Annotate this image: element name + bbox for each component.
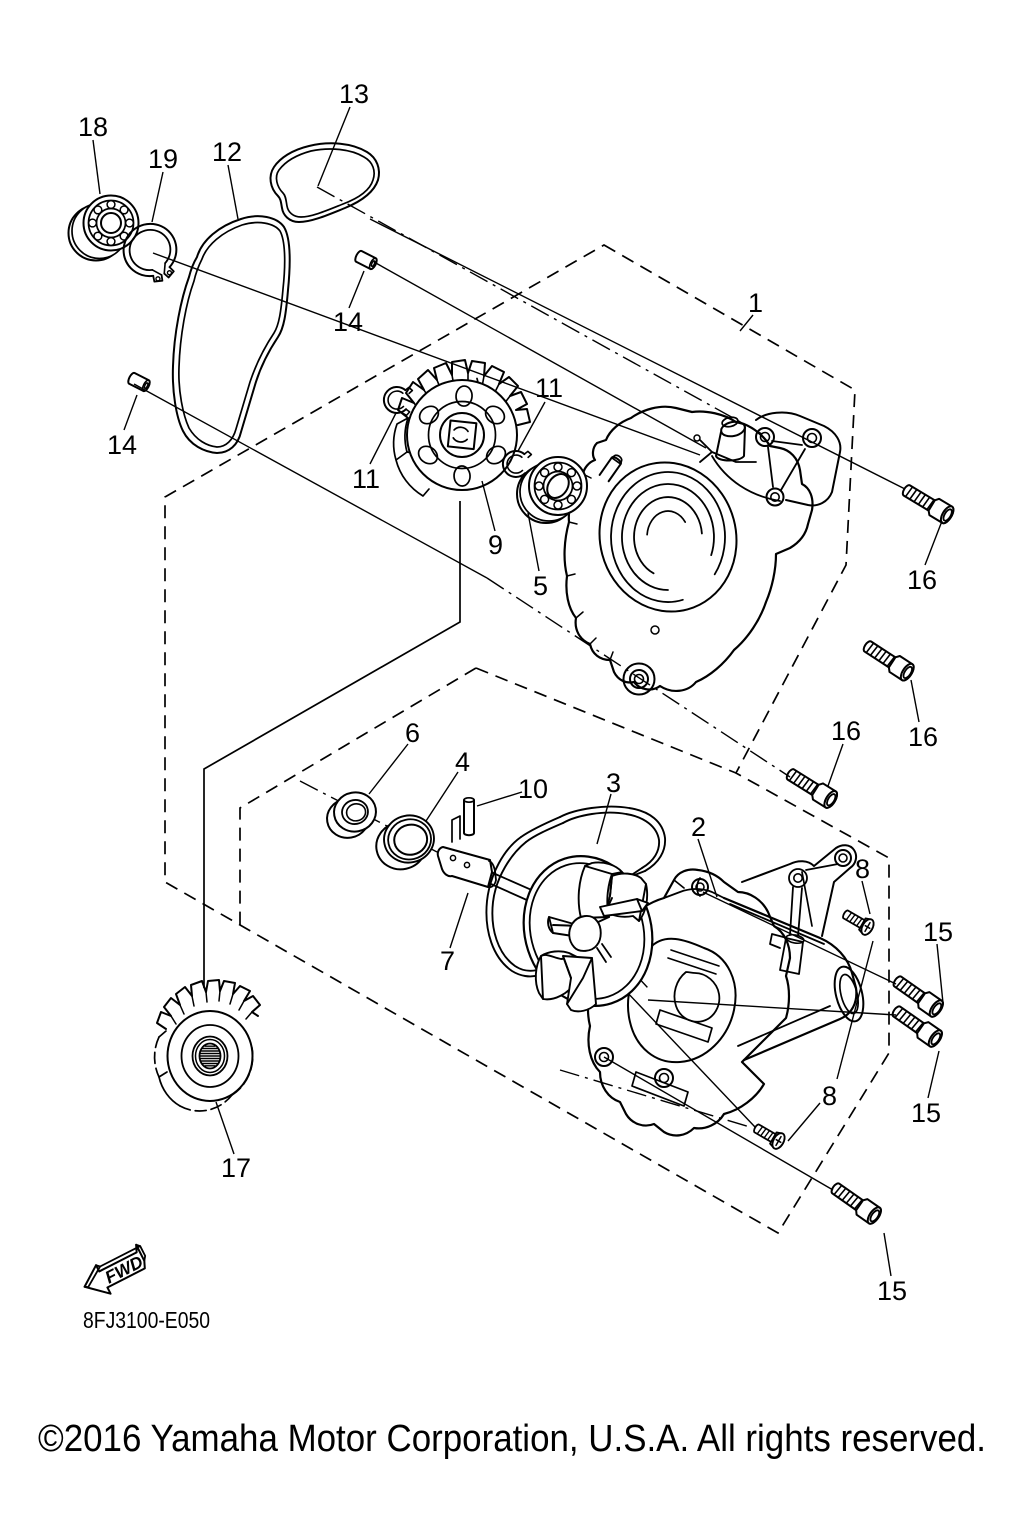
svg-text:15: 15 xyxy=(877,1276,907,1306)
svg-text:9: 9 xyxy=(488,530,503,560)
svg-text:11: 11 xyxy=(535,373,563,403)
svg-text:7: 7 xyxy=(440,946,455,976)
svg-text:10: 10 xyxy=(518,774,548,804)
svg-text:5: 5 xyxy=(533,571,548,601)
svg-text:16: 16 xyxy=(831,716,861,746)
svg-text:19: 19 xyxy=(148,144,178,174)
svg-text:©2016 Yamaha Motor Corporation: ©2016 Yamaha Motor Corporation, U.S.A. A… xyxy=(38,1418,986,1460)
svg-text:FWD: FWD xyxy=(102,1251,147,1287)
svg-text:17: 17 xyxy=(221,1153,251,1183)
svg-text:12: 12 xyxy=(212,137,242,167)
svg-text:6: 6 xyxy=(405,718,420,748)
svg-text:15: 15 xyxy=(911,1098,941,1128)
svg-text:8FJ3100-E050: 8FJ3100-E050 xyxy=(83,1307,210,1333)
svg-text:18: 18 xyxy=(78,112,108,142)
svg-text:14: 14 xyxy=(107,430,137,460)
svg-text:14: 14 xyxy=(333,307,363,337)
svg-text:8: 8 xyxy=(822,1081,837,1111)
svg-text:2: 2 xyxy=(691,812,706,842)
svg-text:4: 4 xyxy=(455,747,470,777)
svg-text:8: 8 xyxy=(855,854,870,884)
svg-text:11: 11 xyxy=(352,464,380,494)
svg-text:16: 16 xyxy=(908,722,938,752)
svg-text:13: 13 xyxy=(339,79,369,109)
svg-text:1: 1 xyxy=(748,288,763,318)
svg-text:3: 3 xyxy=(606,768,621,798)
svg-text:15: 15 xyxy=(923,917,953,947)
svg-text:16: 16 xyxy=(907,565,937,595)
